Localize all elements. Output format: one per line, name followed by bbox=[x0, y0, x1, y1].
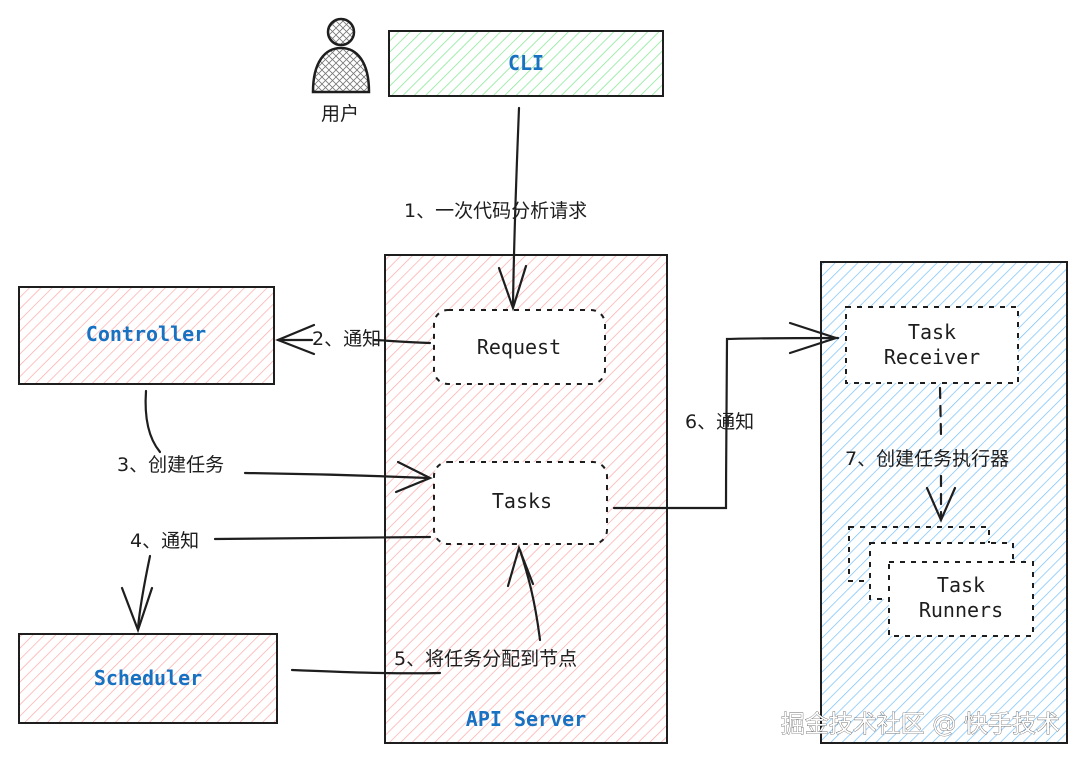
task-runners-label-line1: Task bbox=[937, 573, 985, 597]
arrow-request-to-controller bbox=[275, 323, 432, 356]
cli-label: CLI bbox=[508, 51, 544, 75]
arrow-tasks-to-scheduler bbox=[120, 535, 432, 634]
user-label: 用户 bbox=[321, 103, 359, 125]
step-3-label: 3、创建任务 bbox=[117, 454, 224, 476]
controller-box: Controller bbox=[18, 286, 275, 385]
task-receiver-label-line2: Receiver bbox=[884, 345, 980, 369]
api-server-label: API Server bbox=[466, 707, 586, 731]
step-1-label: 1、一次代码分析请求 bbox=[404, 200, 587, 222]
arrow-scheduler-to-tasks bbox=[290, 544, 542, 675]
step-4-label: 4、通知 bbox=[130, 530, 199, 552]
cli-box: CLI bbox=[388, 30, 664, 97]
task-runners-label-line2: Runners bbox=[919, 598, 1003, 622]
request-box: Request bbox=[433, 309, 606, 385]
step-2-label: 2、通知 bbox=[312, 328, 381, 350]
controller-label: Controller bbox=[86, 322, 206, 346]
arrow-controller-to-tasks bbox=[144, 389, 433, 494]
watermark: 掘金技术社区 @ 快手技术 bbox=[781, 710, 1060, 738]
request-label: Request bbox=[477, 335, 561, 359]
scheduler-label: Scheduler bbox=[94, 666, 202, 690]
arrow-cli-to-request bbox=[497, 106, 528, 312]
tasks-label: Tasks bbox=[492, 489, 552, 513]
step-6-label: 6、通知 bbox=[685, 411, 754, 433]
step-7-label: 7、创建任务执行器 bbox=[845, 448, 1009, 470]
arrow-receiver-to-runners bbox=[925, 386, 957, 523]
task-receiver-box: Task Receiver bbox=[845, 306, 1019, 384]
user-icon bbox=[311, 17, 371, 94]
tasks-box: Tasks bbox=[433, 461, 608, 545]
scheduler-box: Scheduler bbox=[18, 633, 278, 724]
task-runners-stack: Task Runners bbox=[848, 526, 1034, 637]
arrow-tasks-to-receiver bbox=[612, 321, 840, 510]
task-receiver-label-line1: Task bbox=[908, 320, 956, 344]
step-5-label: 5、将任务分配到节点 bbox=[394, 648, 577, 670]
